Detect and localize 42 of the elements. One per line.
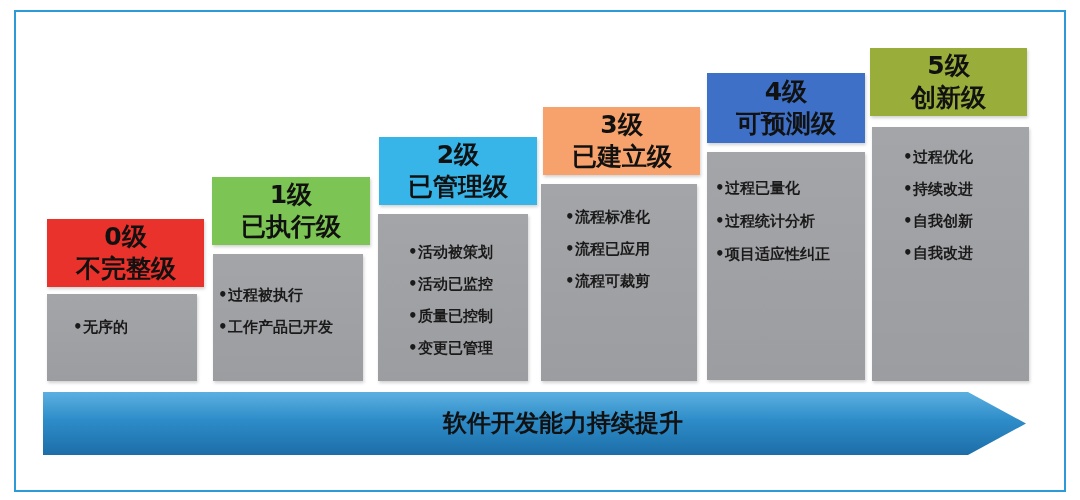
level-number: 2级 bbox=[436, 139, 480, 171]
level-number: 5级 bbox=[927, 50, 970, 82]
level-content-box bbox=[707, 152, 865, 380]
bullet-point: •无序的 bbox=[73, 317, 128, 337]
bullet-point: •过程优化 bbox=[903, 147, 973, 167]
bullet-point: •过程统计分析 bbox=[715, 211, 815, 231]
level-name: 已建立级 bbox=[571, 141, 672, 173]
level-number: 0级 bbox=[104, 221, 147, 253]
bullet-point: •过程被执行 bbox=[218, 285, 303, 305]
bullet-point: •过程已量化 bbox=[715, 178, 800, 198]
level-header-box bbox=[47, 219, 204, 287]
bullet-point: •工作产品已开发 bbox=[218, 317, 333, 337]
level-content-box bbox=[213, 254, 363, 381]
level-name: 已管理级 bbox=[408, 171, 508, 203]
bullet-point: •流程标准化 bbox=[565, 207, 650, 227]
level-name: 创新级 bbox=[911, 82, 986, 114]
level-content-box bbox=[541, 184, 697, 381]
bullet-point: •流程已应用 bbox=[565, 239, 650, 259]
level-header-box bbox=[212, 177, 370, 245]
level-number: 3级 bbox=[600, 109, 643, 141]
bullet-point: •流程可裁剪 bbox=[565, 271, 650, 291]
level-header-box bbox=[379, 137, 537, 205]
bullet-point: •自我改进 bbox=[903, 243, 973, 263]
level-header-box bbox=[870, 48, 1027, 116]
level-name: 已执行级 bbox=[241, 211, 341, 243]
bullet-point: •活动已监控 bbox=[408, 274, 493, 294]
level-header-box bbox=[543, 107, 700, 175]
level-name: 可预测级 bbox=[736, 108, 836, 140]
level-content-box bbox=[378, 214, 528, 381]
arrow-caption: 软件开发能力持续提升 bbox=[443, 408, 683, 438]
bullet-point: •持续改进 bbox=[903, 179, 973, 199]
level-content-box bbox=[47, 294, 197, 381]
bullet-point: •活动被策划 bbox=[408, 242, 493, 262]
level-number: 1级 bbox=[269, 179, 313, 211]
level-name: 不完整级 bbox=[75, 253, 176, 285]
bullet-point: •自我创新 bbox=[903, 211, 973, 231]
level-number: 4级 bbox=[764, 76, 808, 108]
bullet-point: •质量已控制 bbox=[408, 306, 493, 326]
level-header-box bbox=[707, 73, 865, 143]
bullet-point: •项目适应性纠正 bbox=[715, 244, 830, 264]
bullet-point: •变更已管理 bbox=[408, 338, 493, 358]
level-content-box bbox=[872, 127, 1029, 381]
